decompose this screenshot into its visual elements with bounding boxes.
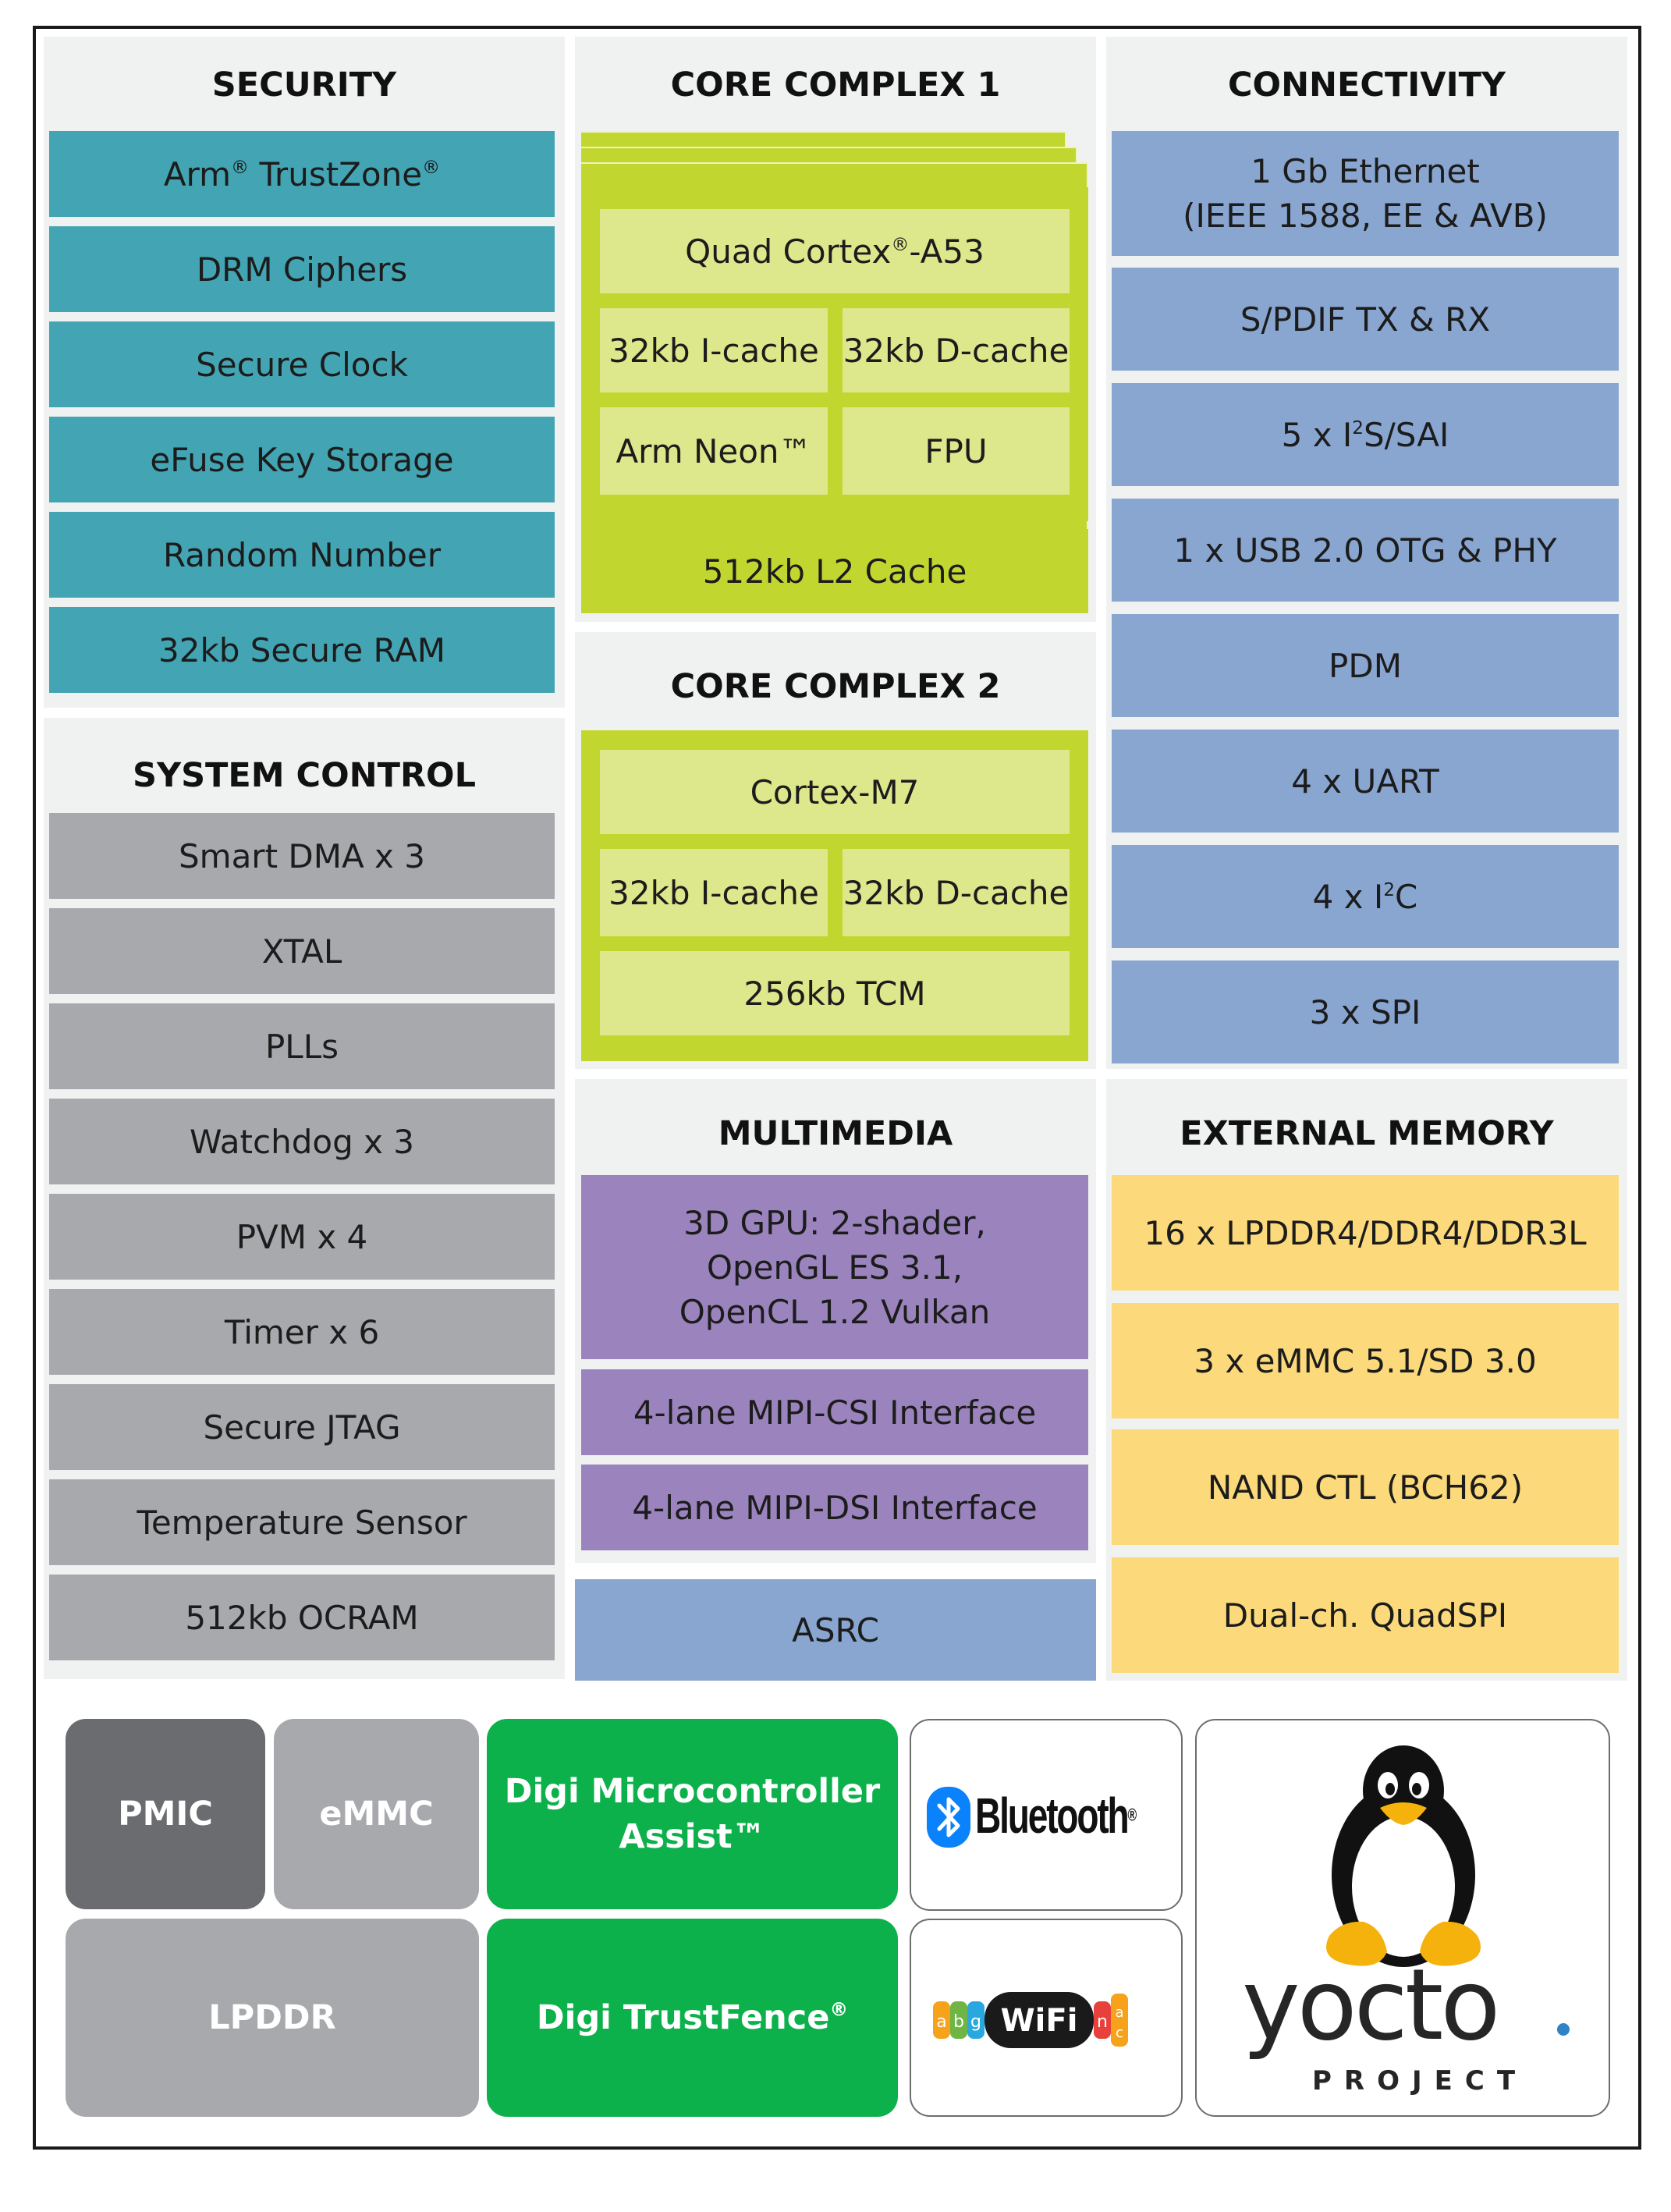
- digi-mca-line1: Digi Microcontroller: [504, 1772, 881, 1811]
- core2-tcm: 256kb TCM: [600, 951, 1070, 1035]
- multimedia-gpu-line1: 3D GPU: 2-shader,: [683, 1203, 986, 1242]
- emmc-tile: eMMC: [274, 1719, 479, 1909]
- security-item-ram: 32kb Secure RAM: [49, 607, 555, 693]
- conn-i2s: 5 x I2S/SAI: [1112, 383, 1619, 486]
- extmem-nand: NAND CTL (BCH62): [1112, 1429, 1619, 1545]
- external-memory-title: EXTERNAL MEMORY: [1180, 1114, 1554, 1153]
- core1-dcache: 32kb D-cache: [843, 308, 1070, 392]
- yocto-tile: yocto PROJECT: [1195, 1719, 1610, 2117]
- conn-spi: 3 x SPI: [1112, 960, 1619, 1063]
- conn-i2c-post: C: [1395, 877, 1418, 916]
- core1-icache: 32kb I-cache: [600, 308, 828, 392]
- wifi-letter-c: c: [1116, 2025, 1123, 2041]
- sysctl-item-dma: Smart DMA x 3: [49, 813, 555, 899]
- core1-l2-cache: 512kb L2 Cache: [581, 529, 1088, 613]
- yocto-dot-icon: [1557, 2023, 1570, 2036]
- security-item-trustzone: Arm® TrustZone®: [49, 131, 555, 217]
- wifi-letter-n: n: [1097, 2012, 1108, 2032]
- wifi-letter-g: g: [970, 2012, 981, 2032]
- conn-ethernet: 1 Gb Ethernet (IEEE 1588, EE & AVB): [1112, 131, 1619, 256]
- yocto-subtitle: PROJECT: [1312, 2065, 1528, 2097]
- core2-icache: 32kb I-cache: [600, 849, 828, 936]
- digi-mca-line2: Assist™: [619, 1817, 766, 1856]
- core2-dcache: 32kb D-cache: [843, 849, 1070, 936]
- tux-penguin-icon: [1326, 1745, 1481, 1967]
- wifi-letter-a: a: [936, 2012, 946, 2032]
- asrc-block: ASRC: [575, 1579, 1096, 1681]
- security-item-clock: Secure Clock: [49, 321, 555, 407]
- conn-i2c-pre: 4 x I: [1312, 877, 1384, 916]
- conn-uart: 4 x UART: [1112, 730, 1619, 833]
- core1-cpu: Quad Cortex®-A53: [600, 209, 1070, 293]
- digi-mca-tile: Digi Microcontroller Assist™: [487, 1719, 898, 1909]
- wifi-logo: a b g WiFi n a c: [933, 1992, 1128, 2048]
- bluetooth-wordmark-text: Bluetooth: [975, 1788, 1130, 1844]
- bluetooth-icon: [927, 1787, 970, 1848]
- conn-i2c-sup: 2: [1383, 879, 1396, 900]
- extmem-emmc: 3 x eMMC 5.1/SD 3.0: [1112, 1303, 1619, 1418]
- core2-cpu: Cortex-M7: [600, 750, 1070, 834]
- sysctl-item-watchdog: Watchdog x 3: [49, 1099, 555, 1184]
- conn-pdm: PDM: [1112, 614, 1619, 717]
- wifi-letter-b: b: [953, 2012, 964, 2032]
- extmem-lpddr4: 16 x LPDDR4/DDR4/DDR3L: [1112, 1175, 1619, 1291]
- sysctl-item-timer: Timer x 6: [49, 1289, 555, 1375]
- core-complex-2-title: CORE COMPLEX 2: [670, 667, 1001, 706]
- conn-usb: 1 x USB 2.0 OTG & PHY: [1112, 499, 1619, 602]
- multimedia-csi: 4-lane MIPI-CSI Interface: [581, 1369, 1088, 1455]
- multimedia-dsi: 4-lane MIPI-DSI Interface: [581, 1465, 1088, 1550]
- digi-trustfence-tile: Digi TrustFence®: [487, 1919, 898, 2117]
- system-control-title: SYSTEM CONTROL: [132, 756, 477, 795]
- security-title: SECURITY: [211, 66, 397, 105]
- multimedia-gpu-line3: OpenCL 1.2 Vulkan: [679, 1292, 991, 1331]
- lpddr-tile: LPDDR: [66, 1919, 479, 2117]
- conn-i2s-sup: 2: [1352, 417, 1364, 438]
- core1-fpu: FPU: [843, 407, 1070, 495]
- sysctl-item-temperature: Temperature Sensor: [49, 1479, 555, 1565]
- diagram-frame: [33, 26, 1641, 2150]
- multimedia-gpu-line2: OpenGL ES 3.1,: [706, 1248, 963, 1287]
- multimedia-gpu: 3D GPU: 2-shader, OpenGL ES 3.1, OpenCL …: [581, 1175, 1088, 1359]
- core-complex-1-title: CORE COMPLEX 1: [670, 66, 1001, 105]
- sysctl-item-ocram: 512kb OCRAM: [49, 1575, 555, 1660]
- conn-i2s-pre: 5 x I: [1281, 415, 1353, 454]
- multimedia-title: MULTIMEDIA: [718, 1114, 953, 1153]
- security-item-random: Random Number: [49, 512, 555, 598]
- security-item-efuse: eFuse Key Storage: [49, 417, 555, 502]
- conn-ethernet-line1: 1 Gb Ethernet: [1251, 152, 1480, 190]
- bluetooth-tile: Bluetooth®: [910, 1719, 1183, 1911]
- sysctl-item-pvm: PVM x 4: [49, 1194, 555, 1280]
- conn-i2s-post: S/SAI: [1364, 415, 1449, 454]
- conn-spdif: S/PDIF TX & RX: [1112, 268, 1619, 371]
- wifi-wordmark: WiFi: [1001, 2003, 1078, 2039]
- sysctl-item-xtal: XTAL: [49, 908, 555, 994]
- wifi-letter-a2: a: [1115, 2004, 1123, 2021]
- connectivity-title: CONNECTIVITY: [1227, 66, 1506, 105]
- conn-ethernet-line2: (IEEE 1588, EE & AVB): [1183, 197, 1548, 235]
- conn-i2c: 4 x I2C: [1112, 845, 1619, 948]
- wifi-tile: a b g WiFi n a c: [910, 1919, 1183, 2117]
- yocto-wordmark: yocto: [1242, 1947, 1500, 2062]
- security-item-drm: DRM Ciphers: [49, 226, 555, 312]
- bluetooth-wordmark: Bluetooth®: [975, 1788, 1137, 1844]
- extmem-quadspi: Dual-ch. QuadSPI: [1112, 1557, 1619, 1673]
- sysctl-item-jtag: Secure JTAG: [49, 1384, 555, 1470]
- sysctl-item-plls: PLLs: [49, 1003, 555, 1089]
- core1-neon: Arm Neon™: [600, 407, 828, 495]
- pmic-tile: PMIC: [66, 1719, 265, 1909]
